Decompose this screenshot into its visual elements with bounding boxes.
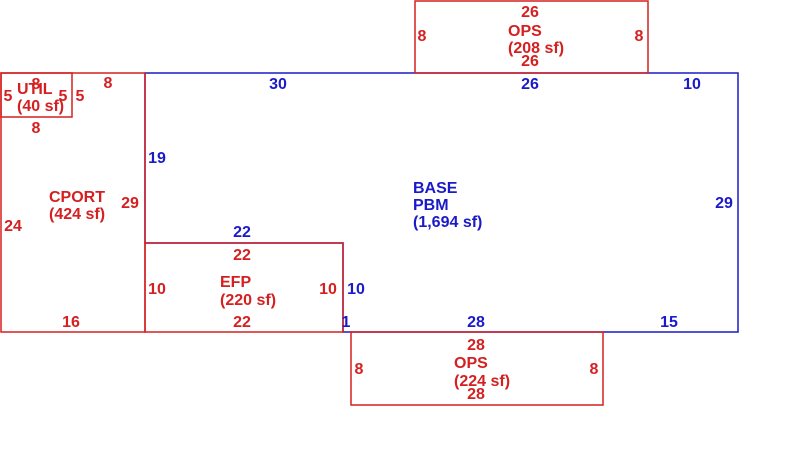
util-outline [0, 72, 73, 118]
ops-top-outline [414, 0, 649, 74]
ops-bottom-dim-bottom: 28 [467, 386, 485, 403]
base-name: BASE [413, 180, 458, 197]
base-dim-top-right: 10 [683, 76, 701, 93]
util-dim-top: 8 [32, 76, 41, 93]
base-dim-top-left: 30 [269, 76, 287, 93]
util-area-label: (40 sf) [17, 98, 64, 115]
cport-dim-bottom: 16 [62, 314, 80, 331]
util-dim-right: 5 [59, 88, 68, 105]
base-area-label: (1,694 sf) [413, 214, 482, 231]
efp-outline [144, 242, 344, 333]
ops-top-dim-bottom: 26 [521, 53, 539, 70]
ops-top-dim-top: 26 [521, 4, 539, 21]
efp-dim-bottom: 22 [233, 314, 251, 331]
efp-dim-top: 22 [233, 247, 251, 264]
cport-dim-top: 8 [104, 75, 113, 92]
efp-area-label: (220 sf) [220, 292, 276, 309]
ops-top-area-label: (208 sf) [508, 40, 564, 57]
util-area: 8 UTIL (40 sf) 5 5 8 [4, 76, 68, 137]
ops-top-dim-left: 8 [418, 28, 427, 45]
base-dim-left-upper: 19 [148, 150, 166, 167]
efp-name: EFP [220, 274, 251, 291]
cport-outline [0, 72, 146, 333]
base-dim-right: 29 [715, 195, 733, 212]
base-dim-bottom-right: 15 [660, 314, 678, 331]
cport-name: CPORT [49, 189, 105, 206]
cport-area-label: (424 sf) [49, 206, 105, 223]
cport-dim-right: 29 [121, 195, 139, 212]
cport-dim-left: 24 [4, 218, 22, 235]
ops-bottom-dim-right: 8 [590, 361, 599, 378]
util-name: UTIL [17, 81, 53, 98]
util-dim-bottom: 8 [32, 120, 41, 137]
util-dim-left: 5 [4, 88, 13, 105]
ops-bottom-dim-top: 28 [467, 337, 485, 354]
base-code: PBM [413, 197, 449, 214]
ops-bottom-outline [350, 331, 604, 406]
ops-bottom-area-label: (224 sf) [454, 373, 510, 390]
base-dim-inner-right: 10 [347, 281, 365, 298]
ops-bottom-area: 28 OPS (224 sf) 28 8 8 [355, 337, 599, 403]
base-dim-inner-top: 22 [233, 224, 251, 241]
base-dim-bottom-mid: 28 [467, 314, 485, 331]
efp-dim-left: 10 [148, 281, 166, 298]
ops-bottom-dim-left: 8 [355, 361, 364, 378]
ops-top-dim-right: 8 [635, 28, 644, 45]
ops-top-area: 26 OPS (208 sf) 26 8 8 [418, 4, 644, 70]
cport-dim-right-small: 5 [76, 88, 85, 105]
ops-top-name: OPS [508, 23, 542, 40]
base-dim-top-mid: 26 [521, 76, 539, 93]
ops-bottom-name: OPS [454, 355, 488, 372]
efp-dim-right: 10 [319, 281, 337, 298]
efp-area: 22 EFP (220 sf) 10 10 22 [148, 247, 337, 331]
base-dim-bottom-left: 1 [342, 314, 351, 331]
base-area: BASE PBM (1,694 sf) 30 26 10 29 19 22 10… [148, 76, 733, 331]
cport-area: 8 5 CPORT (424 sf) 29 24 16 [4, 75, 139, 331]
